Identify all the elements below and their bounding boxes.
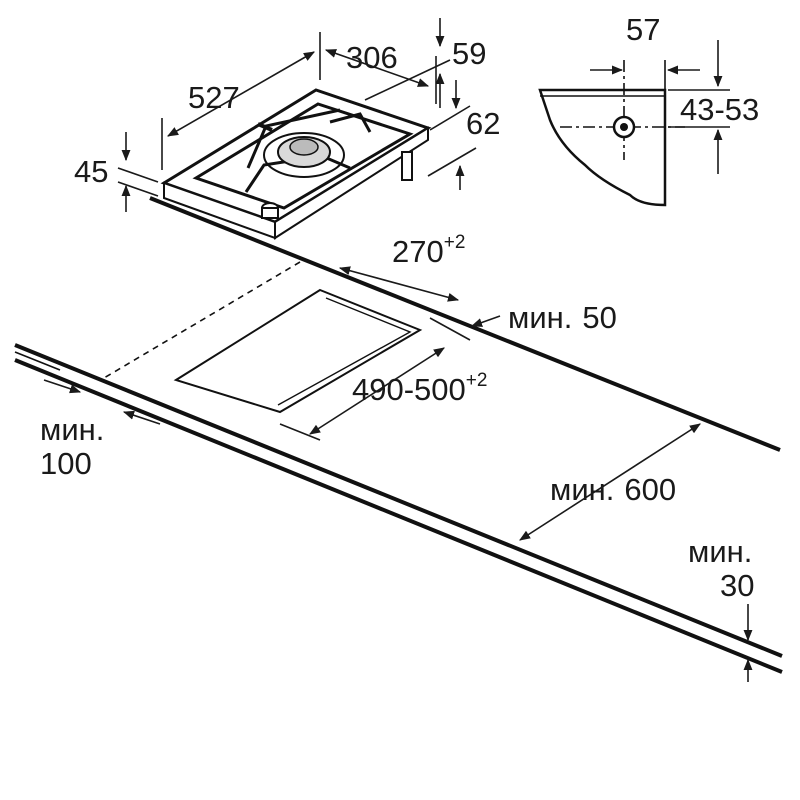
cutout-width-label: 270+2 <box>392 232 465 269</box>
side-clearance-prefix: мин. <box>40 412 104 447</box>
side-section-detail <box>538 60 685 207</box>
gas-hob <box>160 88 432 240</box>
dimension-lines <box>43 18 753 682</box>
hob-height-total-label: 62 <box>466 106 500 141</box>
back-clearance-label: мин.50 <box>508 300 617 335</box>
worktop <box>14 196 783 674</box>
hob-width-label: 527 <box>188 80 240 115</box>
side-clearance-value: 100 <box>40 446 92 481</box>
front-clearance-prefix: мин. <box>688 534 752 569</box>
cutout-depth-label: 490-500+2 <box>352 370 487 407</box>
hob-depth-label: 306 <box>346 40 398 75</box>
front-clearance-value: 30 <box>720 568 754 603</box>
side-range-label: 43-53 <box>680 92 759 127</box>
hob-height-above-label: 59 <box>452 36 486 71</box>
front-offset-label: 45 <box>74 154 108 189</box>
side-edge-label: 57 <box>626 12 660 47</box>
above-clearance-label: мин.600 <box>550 472 676 507</box>
